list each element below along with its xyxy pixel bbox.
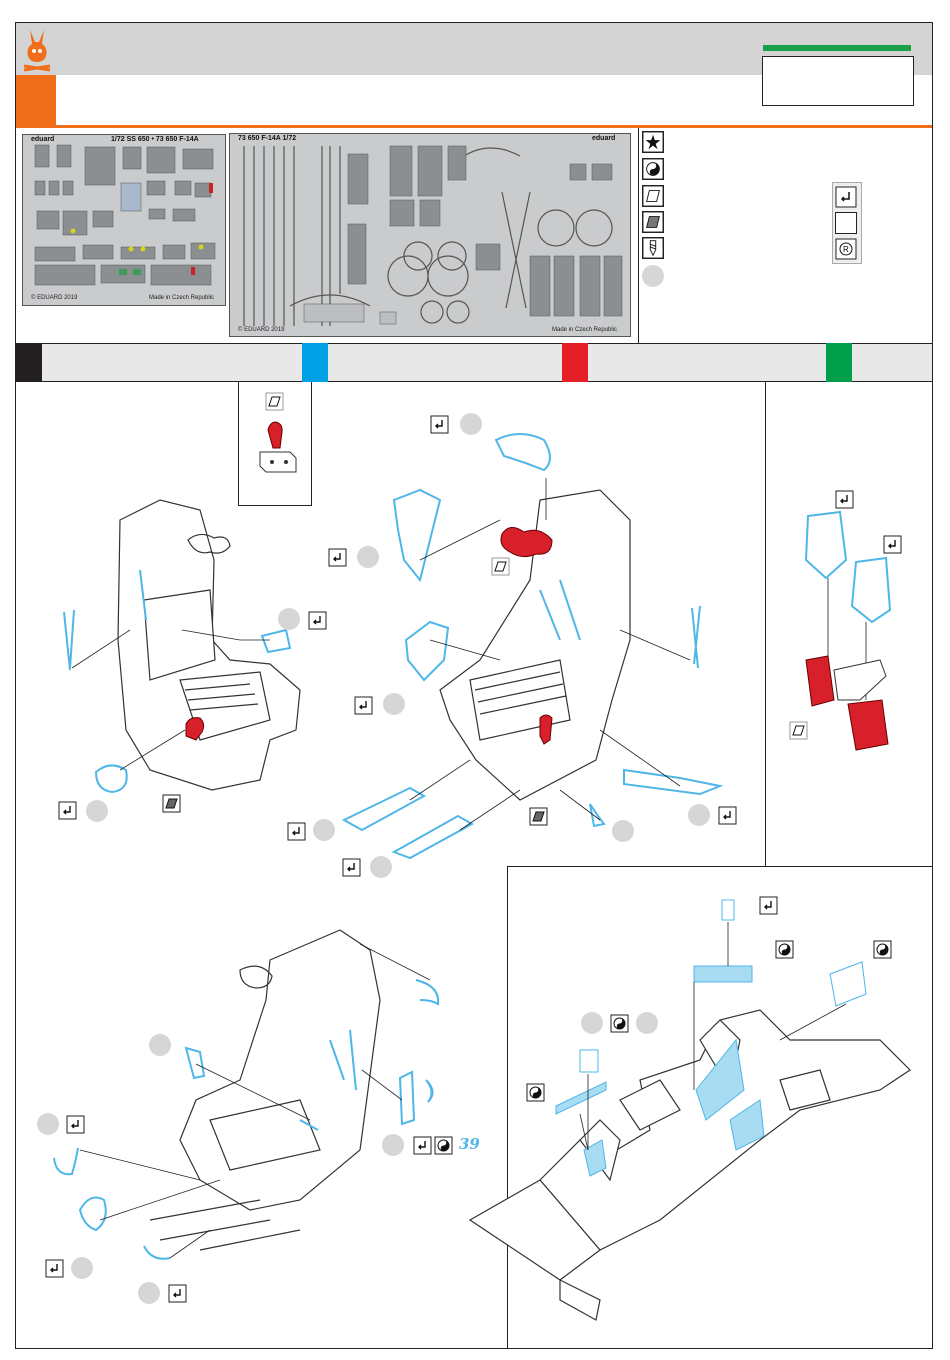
detail-red-handle — [260, 393, 296, 472]
step-reference-number: 39 — [459, 1135, 480, 1153]
red-handle-seat-center — [540, 715, 552, 744]
ejection-seat-lower — [150, 930, 380, 1250]
cockpit-tub — [470, 1010, 910, 1320]
ejection-seat-left — [118, 500, 300, 790]
seat-side-detail — [790, 491, 901, 750]
